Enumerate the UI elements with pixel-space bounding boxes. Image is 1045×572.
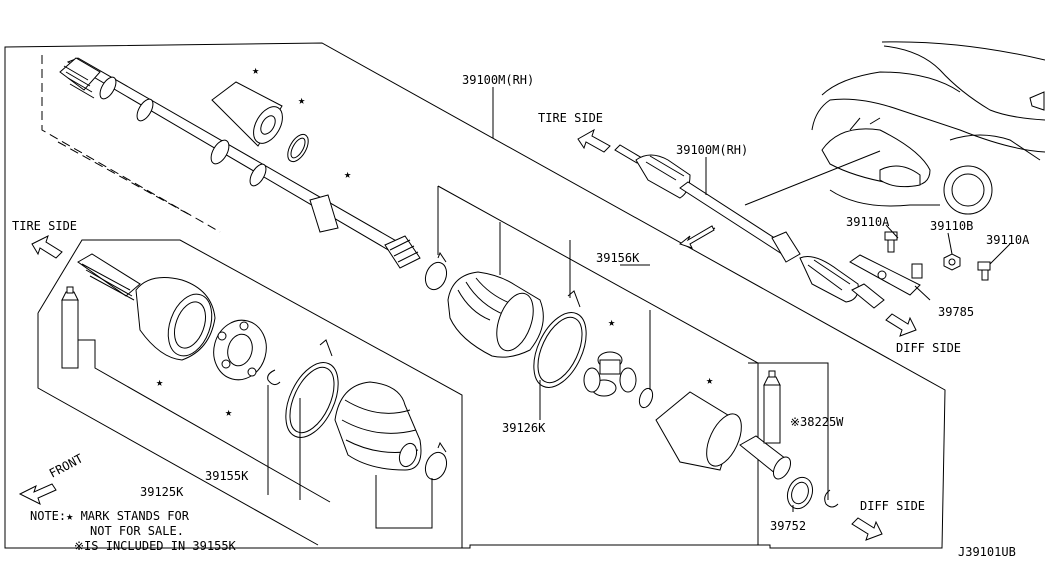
right-kit-frame bbox=[437, 185, 759, 545]
label-diff-side-right: DIFF SIDE bbox=[896, 341, 961, 355]
drive-shaft bbox=[41, 55, 421, 269]
arrow-tire-side-left bbox=[31, 235, 63, 259]
label-39752: 39752 bbox=[770, 519, 806, 533]
note-line-2: NOT FOR SALE. bbox=[90, 524, 184, 538]
dynamic-damper bbox=[211, 81, 283, 147]
boot-band-small-right bbox=[424, 251, 448, 291]
label-39156k: 39156K bbox=[596, 251, 640, 265]
star-band: ★ bbox=[298, 93, 305, 107]
inner-housing bbox=[655, 391, 792, 480]
label-front: FRONT bbox=[47, 451, 85, 480]
label-39155k: 39155K bbox=[205, 469, 249, 483]
boot-band-large-right bbox=[533, 290, 587, 388]
left-kit-frame bbox=[37, 239, 463, 548]
grease-tube-right bbox=[748, 362, 829, 500]
label-39785: 39785 bbox=[938, 305, 974, 319]
star-shaft: ★ bbox=[344, 167, 351, 181]
label-tire-side-left: TIRE SIDE bbox=[12, 219, 77, 233]
diagram-code: J39101UB bbox=[958, 545, 1016, 559]
arrow-tire-side-top bbox=[577, 128, 611, 153]
boot-band-small-left bbox=[424, 441, 448, 481]
circlip-right bbox=[638, 387, 654, 409]
damper-band bbox=[287, 133, 309, 163]
car-front-illustration bbox=[811, 41, 1045, 215]
bolt-39110a-right bbox=[977, 261, 991, 281]
arrow-small-shaft bbox=[678, 225, 715, 249]
circlip-left bbox=[267, 369, 281, 386]
circlip-diff bbox=[824, 489, 839, 508]
star-outer-joint: ★ bbox=[156, 375, 163, 389]
arrow-diff-side-right bbox=[885, 313, 917, 337]
arrow-diff-side-bottom bbox=[851, 517, 883, 541]
note-line-1: NOTE:★ MARK STANDS FOR bbox=[30, 509, 190, 523]
bracket-39785 bbox=[849, 254, 923, 296]
seal-39752 bbox=[786, 476, 814, 510]
label-39110b: 39110B bbox=[930, 219, 973, 233]
label-39125k: 39125K bbox=[140, 485, 184, 499]
label-tire-side-top: TIRE SIDE bbox=[538, 111, 603, 125]
label-39110a-left: 39110A bbox=[846, 215, 890, 229]
spider-assembly bbox=[583, 351, 637, 397]
label-39126k: 39126K bbox=[502, 421, 546, 435]
shaft-assembly-small bbox=[614, 144, 885, 309]
label-39100m-rh-main: 39100M(RH) bbox=[462, 73, 534, 87]
star-damper: ★ bbox=[252, 63, 259, 77]
boot-band-large-left bbox=[285, 339, 339, 438]
star-spider: ★ bbox=[608, 315, 615, 329]
inner-race bbox=[213, 319, 267, 381]
label-diff-side-bottom: DIFF SIDE bbox=[860, 499, 925, 513]
label-38225w: ※38225W bbox=[790, 415, 844, 429]
star-housing: ★ bbox=[706, 373, 713, 387]
boot-right bbox=[447, 271, 544, 358]
outer-joint bbox=[77, 253, 216, 361]
label-39100m-rh-small: 39100M(RH) bbox=[676, 143, 748, 157]
note-line-3: ※IS INCLUDED IN 39155K bbox=[74, 539, 237, 553]
label-39110a-right: 39110A bbox=[986, 233, 1030, 247]
boot-left bbox=[334, 381, 422, 471]
nut-39110b bbox=[943, 253, 961, 271]
arrow-front bbox=[18, 483, 57, 505]
star-inner-race: ★ bbox=[225, 405, 232, 419]
star-marks: ★ ★ ★ ★ ★ ★ ★ bbox=[156, 63, 713, 419]
grease-tube-left bbox=[61, 286, 331, 503]
left-kit-frame-bottom bbox=[37, 313, 319, 546]
outer-frame bbox=[4, 42, 946, 549]
